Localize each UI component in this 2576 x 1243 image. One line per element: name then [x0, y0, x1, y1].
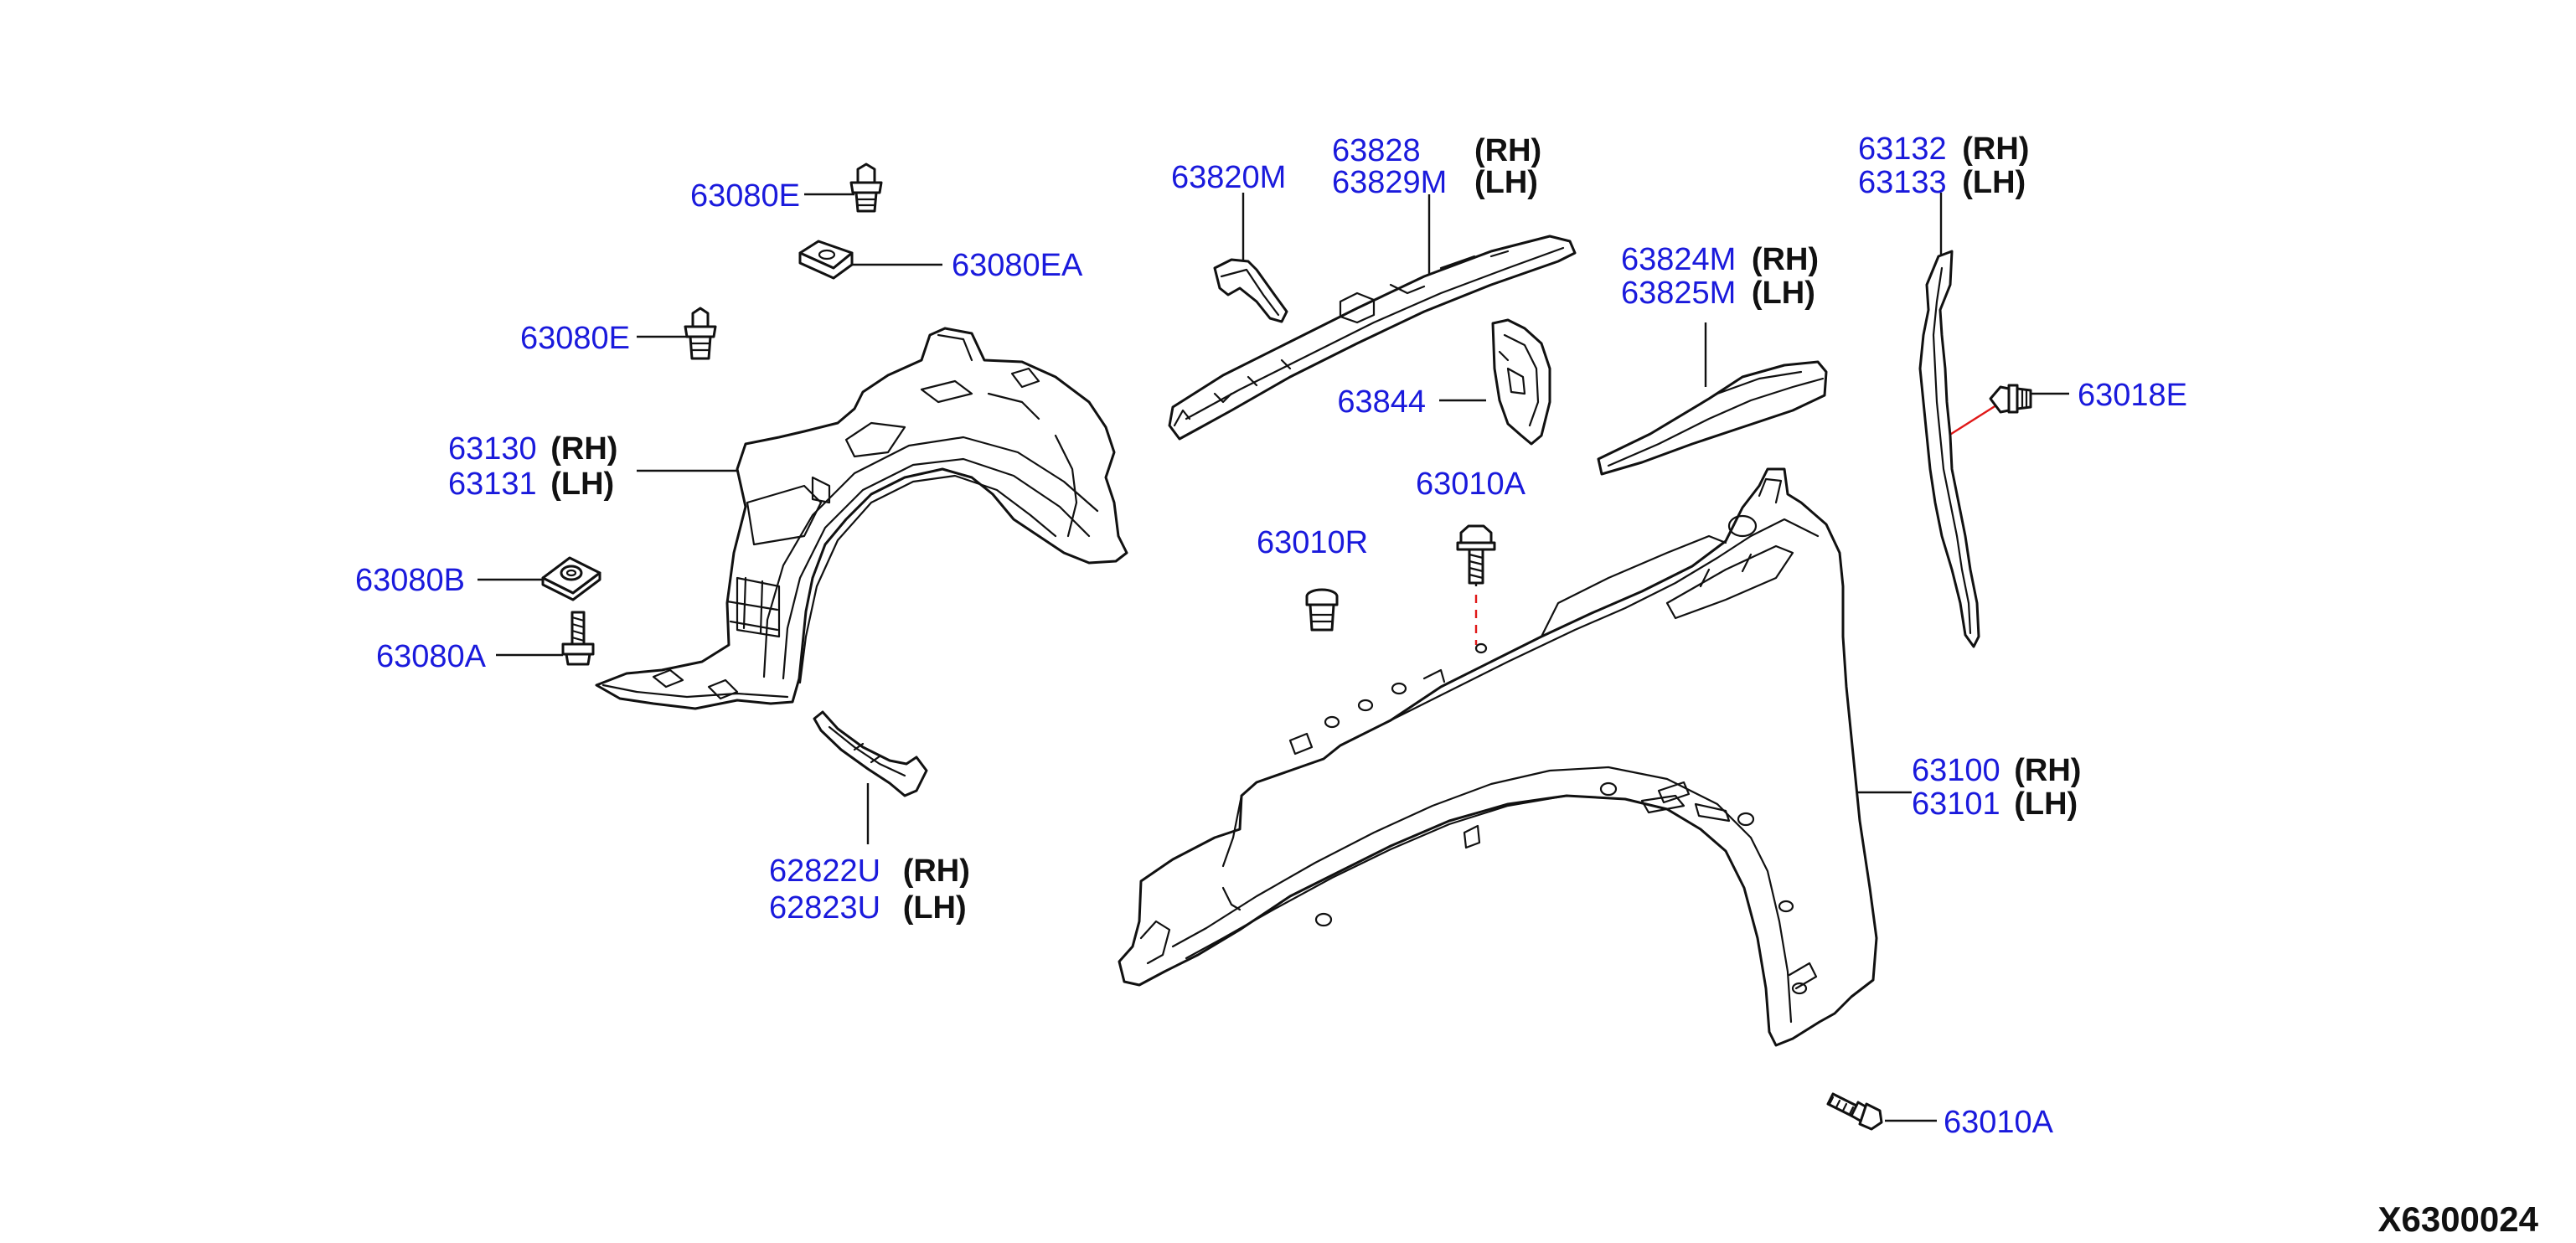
part-number-63131: 63131 [448, 467, 537, 502]
svg-text:62823U (LH): 62823U (LH) [769, 890, 967, 926]
part-number-63080B: 63080B [355, 563, 465, 598]
svg-text:63820M: 63820M [1171, 160, 1286, 195]
part-number-63828: 63828 [1332, 133, 1421, 168]
side-label-63824M: (RH) [1752, 242, 1819, 277]
svg-text:63844: 63844 [1337, 384, 1426, 420]
svg-text:63132 (RH): 63132 (RH) [1858, 132, 2029, 167]
clip-63080E-top-icon [849, 162, 883, 213]
clip-63080E-mid-icon [684, 307, 717, 360]
side-label-63100: (RH) [2014, 753, 2081, 788]
part-number-63844: 63844 [1337, 384, 1426, 420]
part-number-63010A-bottom: 63010A [1944, 1105, 2054, 1140]
svg-text:63080E: 63080E [690, 178, 800, 214]
part-number-63133: 63133 [1858, 165, 1947, 200]
side-label-63825M: (LH) [1752, 276, 1815, 311]
diagram-reference-code: X6300024 [2377, 1199, 2538, 1239]
bracket-63820M [1213, 258, 1288, 323]
svg-text:63080EA: 63080EA [952, 248, 1083, 283]
svg-text:63101 (LH): 63101 (LH) [1912, 787, 2078, 822]
svg-text:62822U (RH): 62822U (RH) [769, 854, 970, 889]
svg-text:(RH): (RH) [1474, 133, 1541, 168]
svg-text:63825M (LH): 63825M (LH) [1621, 276, 1815, 311]
svg-text:63010A: 63010A [1944, 1105, 2054, 1140]
part-number-63100: 63100 [1912, 753, 2000, 788]
part-number-63018E: 63018E [2078, 378, 2187, 413]
side-label-62823U: (LH) [903, 890, 967, 926]
svg-text:63100 (RH): 63100 (RH) [1912, 753, 2081, 788]
part-number-63130: 63130 [448, 431, 537, 467]
part-number-63010A-mid: 63010A [1416, 467, 1526, 502]
svg-text:63828: 63828 [1332, 133, 1421, 168]
side-label-63101: (LH) [2014, 787, 2078, 822]
bolt-63080A-icon [561, 611, 595, 666]
part-number-63080E-mid: 63080E [520, 321, 630, 356]
part-number-63080A: 63080A [376, 639, 487, 674]
seal-63828-63829M [1168, 235, 1577, 441]
svg-text:63131 (LH): 63131 (LH) [448, 467, 614, 502]
moulding-63824M-63825M [1597, 360, 1828, 476]
bolt-63010A-bottom-icon [1826, 1092, 1883, 1131]
front-fender-63100-63101 [1118, 467, 1878, 1047]
svg-text:63130 (RH): 63130 (RH) [448, 431, 617, 467]
side-label-63130: (RH) [550, 431, 617, 467]
svg-text:(LH): (LH) [1474, 165, 1538, 200]
svg-text:63010R: 63010R [1257, 525, 1368, 560]
speed-nut-63080EA-icon [798, 240, 854, 280]
part-number-63080EA: 63080EA [952, 248, 1083, 283]
side-label-63828: (RH) [1474, 133, 1541, 168]
bolt-63010A-mid-icon [1456, 524, 1496, 585]
clip-63018E-icon [1989, 384, 2032, 414]
callout-labels: 63080E 63080EA 63080E 63130 (RH) 63131 (… [355, 132, 2539, 1239]
clip-63010R-icon [1305, 588, 1339, 632]
fender-protector-63130-63131 [595, 327, 1128, 710]
seal-strip-63132-63133 [1918, 250, 1980, 648]
part-number-63101: 63101 [1912, 787, 2000, 822]
nut-63080B-icon [541, 556, 601, 601]
part-number-62823U: 62823U [769, 890, 880, 926]
side-label-63131: (LH) [550, 467, 614, 502]
bracket-63844 [1491, 318, 1551, 446]
part-number-63825M: 63825M [1621, 276, 1736, 311]
side-label-63133: (LH) [1962, 165, 2026, 200]
side-label-63829M: (LH) [1474, 165, 1538, 200]
side-label-63132: (RH) [1962, 132, 2029, 167]
svg-text:63080B: 63080B [355, 563, 465, 598]
side-label-62822U: (RH) [903, 854, 970, 889]
svg-text:63080A: 63080A [376, 639, 487, 674]
part-number-63080E-top: 63080E [690, 178, 800, 214]
svg-text:63824M (RH): 63824M (RH) [1621, 242, 1819, 277]
part-number-63010R: 63010R [1257, 525, 1368, 560]
part-number-63824M: 63824M [1621, 242, 1736, 277]
svg-text:63010A: 63010A [1416, 467, 1526, 502]
part-number-63820M: 63820M [1171, 160, 1286, 195]
seal-62822U-62823U [813, 710, 928, 797]
svg-text:63080E: 63080E [520, 321, 630, 356]
part-number-63829M: 63829M [1332, 165, 1447, 200]
svg-text:63829M: 63829M [1332, 165, 1447, 200]
part-number-62822U: 62822U [769, 854, 880, 889]
part-number-63132: 63132 [1858, 132, 1947, 167]
svg-text:63133 (LH): 63133 (LH) [1858, 165, 2026, 200]
svg-text:63018E: 63018E [2078, 378, 2187, 413]
